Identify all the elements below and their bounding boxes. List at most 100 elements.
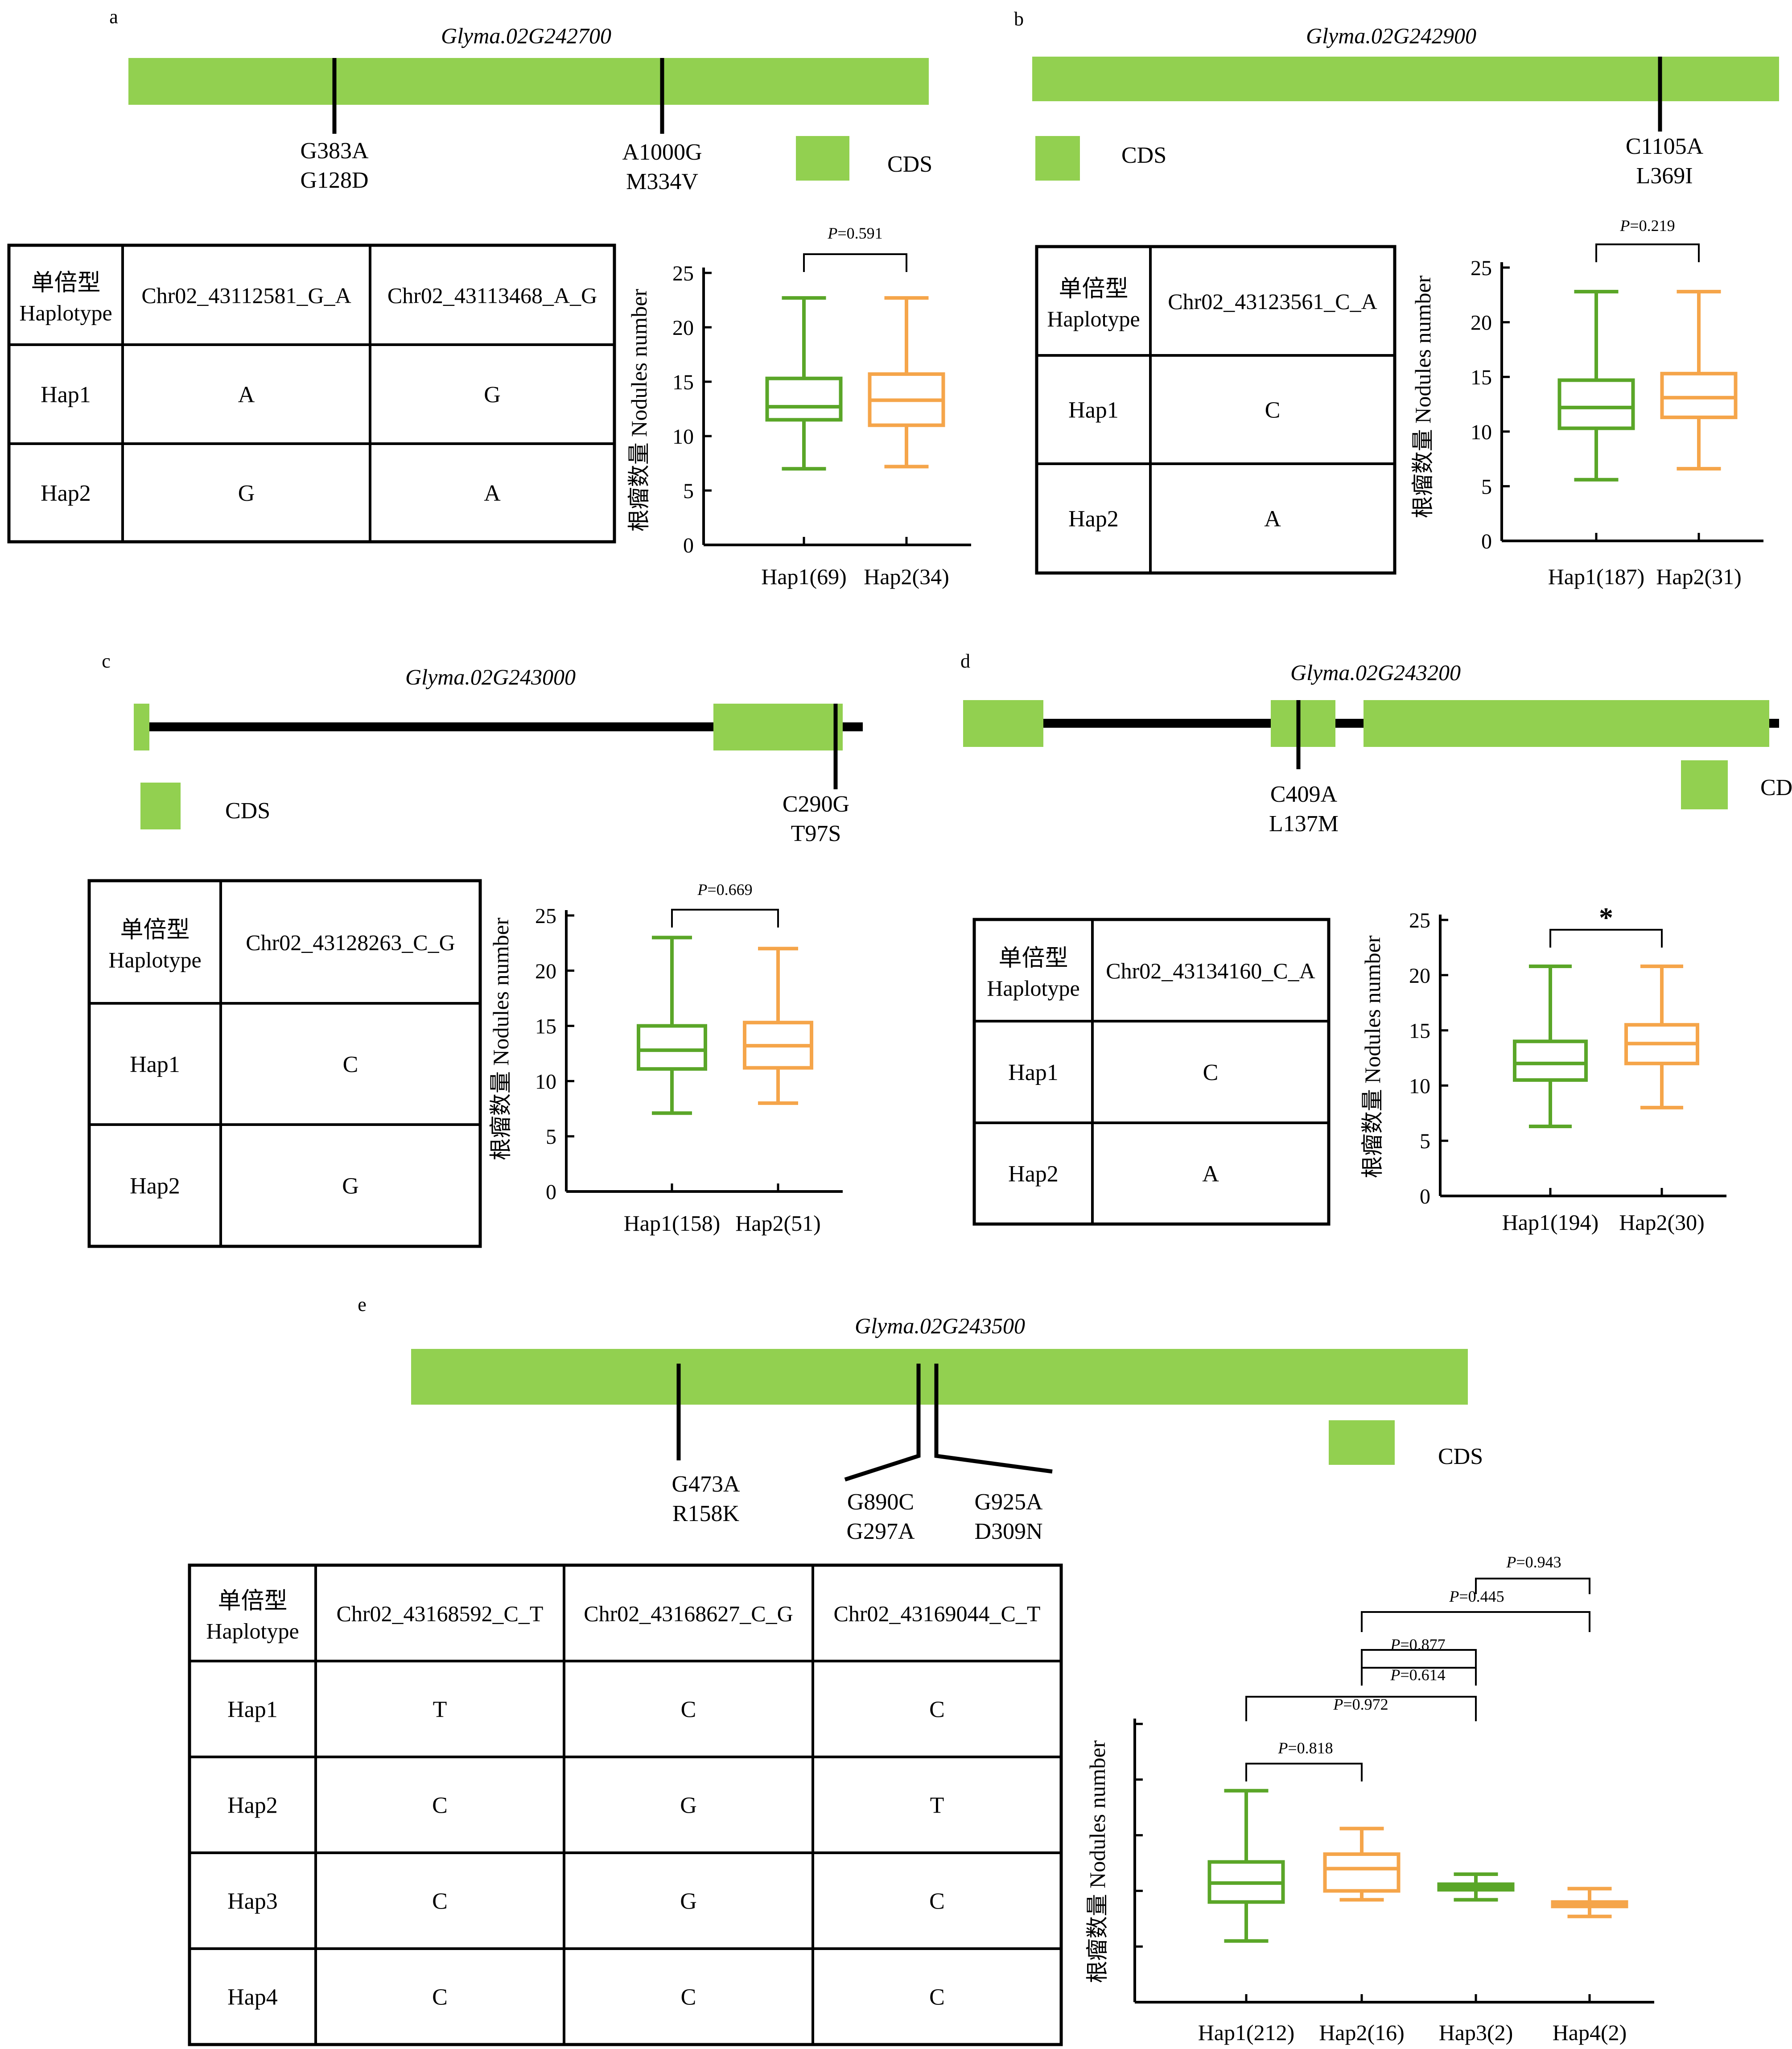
x-category-label: Hap4(2): [1553, 2020, 1627, 2045]
cds-exon: [963, 700, 1043, 747]
table-hap-label: Hap3: [227, 1889, 278, 1914]
p-value-label: P=0.943: [1506, 1553, 1561, 1571]
x-category-label: Hap1(69): [761, 564, 847, 589]
y-tick-label: 20: [535, 960, 556, 983]
box-iqr: [1513, 1039, 1588, 1082]
haplotype-table: [972, 918, 1331, 1226]
table-column-header: Chr02_43123561_C_A: [1168, 289, 1377, 314]
significance-bracket: [1595, 243, 1700, 262]
y-axis-label: 根瘤数量 Nodules number: [1410, 275, 1435, 518]
x-category-label: Hap2(31): [1656, 564, 1742, 589]
table-hap-label: Hap1: [41, 382, 91, 408]
significance-bracket: [671, 909, 779, 928]
table-hap-label: Hap1: [1068, 398, 1119, 423]
y-axis-label: 根瘤数量 Nodules number: [1085, 1740, 1110, 1983]
significance-bracket: [1549, 929, 1663, 948]
table-cell: C: [432, 1985, 448, 2010]
significance-star: *: [1599, 902, 1613, 933]
snp-marker: [844, 1364, 921, 1482]
x-category-label: Hap2(30): [1619, 1210, 1705, 1235]
snp-aa-change: M334V: [626, 169, 698, 194]
snp-aa-change: D309N: [974, 1519, 1042, 1544]
p-value-label: P=0.669: [697, 881, 752, 899]
box-iqr: [1660, 371, 1738, 419]
panel-letter: a: [109, 6, 118, 28]
table-hap-label: Hap2: [130, 1174, 180, 1199]
table-header-cn: 单倍型: [998, 946, 1068, 971]
snp-nt-change: G383A: [300, 138, 369, 164]
table-cell: A: [484, 481, 501, 506]
snp-nt-change: C1105A: [1626, 134, 1704, 159]
table-header-cn: 单倍型: [218, 1589, 287, 1614]
y-tick-label: 10: [1409, 1074, 1430, 1098]
p-value-label: P=0.972: [1333, 1695, 1388, 1713]
snp-aa-change: L369I: [1636, 163, 1693, 189]
box-Hap1(194): [1513, 964, 1588, 1129]
table-cell: C: [343, 1052, 358, 1077]
box-Hap1(69): [765, 296, 843, 471]
cds-legend-swatch: [1035, 136, 1080, 181]
table-cell: C: [929, 1985, 945, 2010]
table-cell: G: [238, 481, 255, 506]
table-column-header: Chr02_43169044_C_T: [834, 1601, 1041, 1626]
box-Hap2(51): [743, 947, 813, 1105]
box-Hap2(30): [1624, 964, 1699, 1109]
table-hap-label: Hap2: [227, 1793, 278, 1818]
box-iqr: [1557, 378, 1635, 430]
snp-aa-change: R158K: [672, 1501, 740, 1526]
cds-exon: [1271, 700, 1335, 747]
table-cell: A: [238, 382, 255, 408]
table-hap-label: Hap4: [227, 1985, 278, 2010]
table-header-cn: 单倍型: [1059, 276, 1128, 302]
panel-letter: e: [358, 1294, 367, 1315]
table-cell: G: [680, 1889, 697, 1914]
cds-exon: [1032, 57, 1779, 101]
panel-letter: d: [960, 650, 970, 672]
table-header-cn: 单倍型: [120, 918, 189, 943]
table-column-header: Chr02_43112581_G_A: [141, 283, 351, 308]
snp-aa-change: L137M: [1269, 811, 1339, 837]
x-category-label: Hap2(16): [1319, 2020, 1405, 2045]
significance-bracket: [1361, 1649, 1477, 1668]
haplotype-table: [1035, 245, 1397, 575]
box-Hap1(212): [1207, 1789, 1285, 1943]
box-Hap2(34): [868, 296, 945, 469]
gene-name: Glyma.02G242700: [441, 23, 611, 48]
table-cell: A: [1264, 507, 1281, 532]
cds-exon: [411, 1349, 1468, 1405]
y-tick-label: 20: [1471, 311, 1492, 335]
table-cell: G: [680, 1793, 697, 1818]
table-cell: C: [929, 1697, 945, 1723]
cds-exon: [134, 704, 149, 750]
table-column-header: Chr02_43168592_C_T: [337, 1601, 544, 1626]
table-cell: C: [1203, 1060, 1219, 1085]
y-axis-label: 根瘤数量 Nodules number: [1360, 935, 1385, 1178]
snp-nt-change: G890C: [847, 1489, 914, 1515]
gene-name: Glyma.02G242900: [1306, 23, 1476, 48]
table-hap-label: Hap1: [130, 1052, 180, 1077]
significance-bracket: [1245, 1763, 1363, 1781]
p-value-label: P=0.219: [1619, 217, 1675, 235]
table-column-header: Chr02_43134160_C_A: [1106, 958, 1315, 983]
table-column-header: Chr02_43113468_A_G: [387, 283, 597, 308]
table-cell: T: [433, 1697, 447, 1723]
x-category-label: Hap1(158): [624, 1211, 721, 1236]
y-tick-label: 25: [1471, 256, 1492, 280]
snp-marker: [934, 1364, 1053, 1474]
y-tick-label: 15: [1471, 366, 1492, 389]
table-cell: C: [681, 1697, 696, 1723]
x-category-label: Hap2(34): [864, 564, 949, 589]
panel-letter: c: [102, 650, 111, 672]
box-Hap2(31): [1660, 289, 1738, 471]
y-tick-label: 0: [546, 1180, 556, 1204]
y-tick-label: 25: [535, 904, 556, 928]
significance-bracket: [1361, 1611, 1590, 1632]
box-Hap4(2): [1551, 1887, 1628, 1918]
y-tick-label: 10: [672, 425, 694, 449]
cds-exon: [713, 704, 843, 750]
panel-c: cGlyma.02G243000C290GT97SCDS单倍型Haplotype…: [87, 650, 863, 1248]
gene-name: Glyma.02G243500: [855, 1313, 1025, 1338]
table-hap-label: Hap1: [1008, 1060, 1059, 1085]
cds-legend-label: CDS: [1760, 775, 1792, 800]
